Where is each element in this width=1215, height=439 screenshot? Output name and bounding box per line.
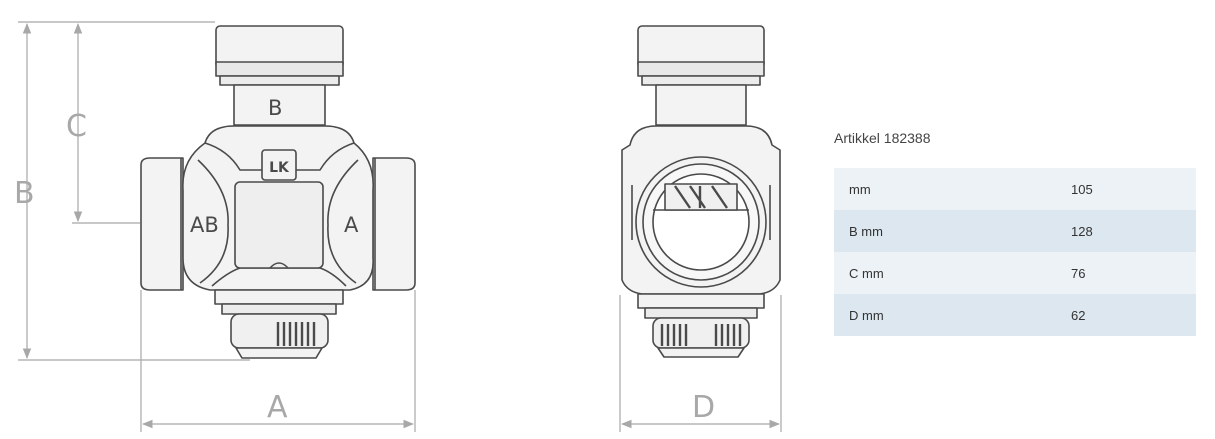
knob-ribs-side — [660, 324, 742, 346]
dimension-label-c: C — [66, 109, 87, 144]
knob-ribs-front — [276, 322, 316, 346]
row-label: B mm — [834, 210, 1071, 252]
lk-logo: LK — [269, 160, 290, 176]
row-value: 105 — [1071, 168, 1196, 210]
dimension-label-b: B — [14, 176, 35, 211]
row-label: mm — [834, 168, 1071, 210]
article-title: Artikkel 182388 — [834, 130, 931, 146]
dimension-label-a: A — [267, 390, 288, 425]
dimension-lines-front — [18, 21, 416, 432]
row-value: 76 — [1071, 252, 1196, 294]
dimension-label-d: D — [692, 390, 715, 425]
valve-front-view — [140, 25, 416, 359]
port-label-a: A — [344, 213, 359, 237]
table-row: D mm 62 — [834, 294, 1196, 336]
valve-side-view — [621, 25, 781, 358]
row-label: C mm — [834, 252, 1071, 294]
table-row: mm 105 — [834, 168, 1196, 210]
table-row: B mm 128 — [834, 210, 1196, 252]
row-label: D mm — [834, 294, 1071, 336]
row-value: 128 — [1071, 210, 1196, 252]
dimension-lines-side — [619, 295, 782, 432]
spec-panel: Artikkel 182388 mm 105 B mm 128 C mm 76 … — [834, 128, 1196, 336]
dimensions-table: mm 105 B mm 128 C mm 76 D mm 62 — [834, 168, 1196, 336]
table-row: C mm 76 — [834, 252, 1196, 294]
row-value: 62 — [1071, 294, 1196, 336]
port-label-ab: AB — [190, 213, 219, 237]
port-label-b: B — [268, 96, 282, 120]
